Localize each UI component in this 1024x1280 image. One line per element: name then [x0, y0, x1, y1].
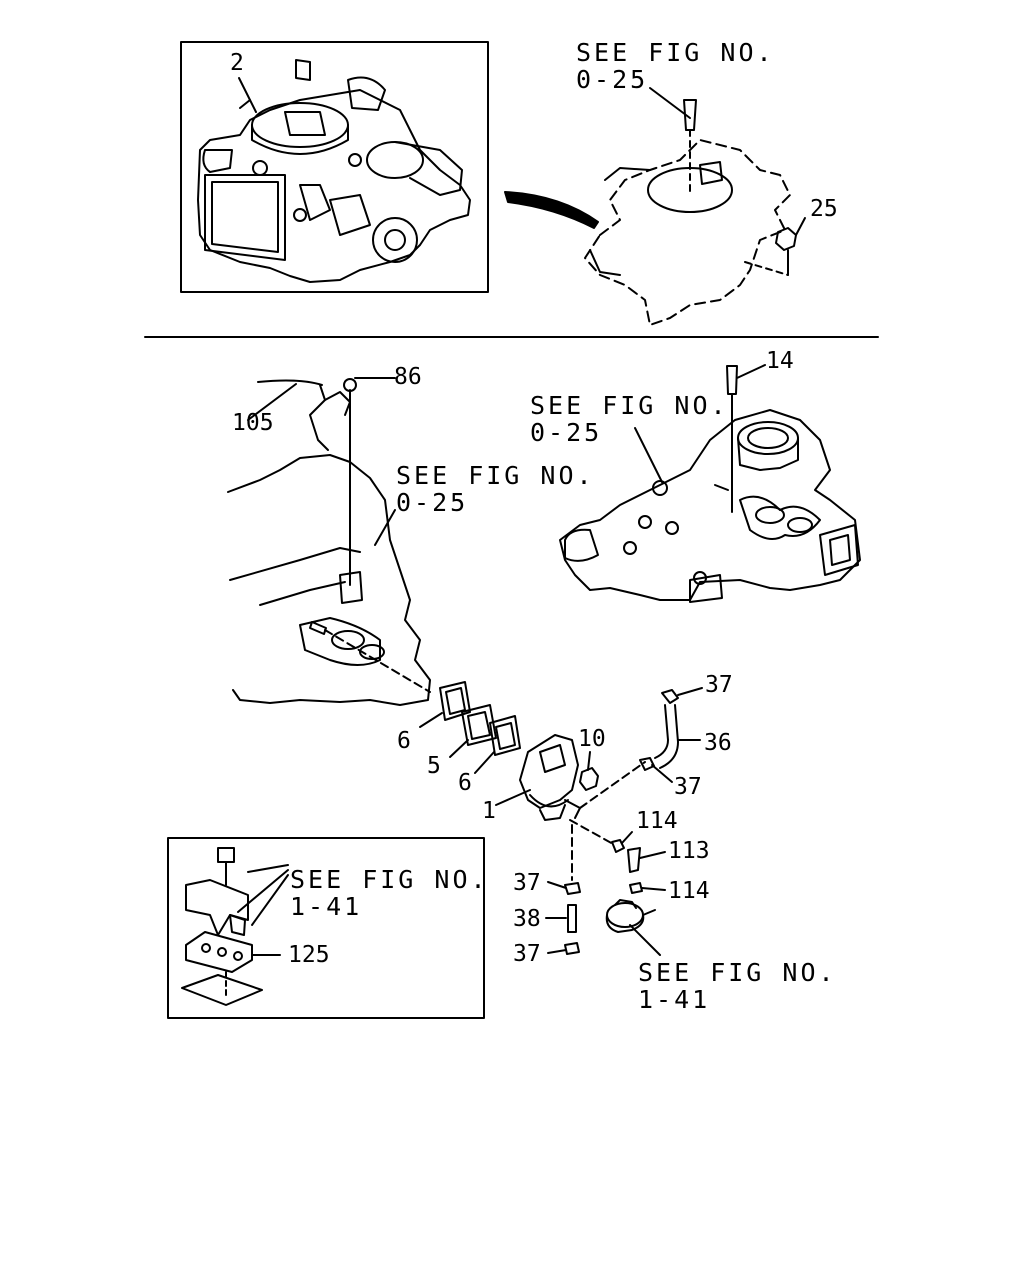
label-hose-36: 36	[704, 730, 732, 756]
see-fig-ref-engine: SEE FIG NO. 0-25	[396, 463, 595, 515]
label-carburetor-2: 2	[230, 50, 244, 76]
see-fig-line1: SEE FIG NO.	[290, 865, 489, 894]
label-stud-14: 14	[766, 348, 794, 374]
bolt-icon	[217, 847, 235, 863]
label-pump-1: 1	[482, 798, 496, 824]
intake-manifold	[559, 409, 861, 603]
see-fig-line2: 0-25	[396, 488, 469, 517]
fuel-pump-1	[519, 734, 581, 821]
hose-105	[257, 379, 323, 386]
clip-114-lower	[629, 882, 643, 894]
fuel-filter	[605, 899, 656, 933]
see-fig-line1: SEE FIG NO.	[638, 958, 837, 987]
clip-37-mid	[639, 757, 655, 771]
see-fig-line2: 0-25	[530, 418, 603, 447]
label-clip-114-upper: 114	[636, 808, 678, 834]
carburetor-illustration	[197, 59, 471, 283]
stud-small	[309, 621, 327, 635]
clip-37-lower-left	[564, 942, 580, 955]
carburetor-inset-frame	[180, 41, 489, 293]
label-nut-10: 10	[578, 726, 606, 752]
see-fig-ref-filter: SEE FIG NO. 1-41	[638, 960, 837, 1012]
intake-port-flange	[299, 617, 381, 666]
bracket-125	[185, 931, 253, 973]
see-fig-ref-manifold: SEE FIG NO. 0-25	[530, 393, 729, 445]
label-hose-105: 105	[232, 410, 274, 436]
clip-37-upper-left	[564, 882, 581, 895]
hose-38	[567, 904, 577, 933]
bracket-inset-frame	[167, 837, 485, 1019]
gasket-6-right	[489, 715, 521, 756]
nut-10	[579, 767, 599, 791]
engine-block-outline	[227, 454, 431, 706]
see-fig-line1: SEE FIG NO.	[396, 461, 595, 490]
nut-25	[775, 227, 797, 251]
label-clip-37-mid: 37	[674, 774, 702, 800]
see-fig-line2: 1-41	[638, 985, 711, 1014]
stud-14	[726, 365, 738, 395]
see-fig-ref-inset: SEE FIG NO. 1-41	[290, 867, 489, 919]
label-clip-114-lower: 114	[668, 878, 710, 904]
clip-37-top	[661, 689, 679, 704]
gasket-5	[461, 704, 497, 746]
stud-top	[683, 99, 697, 131]
see-fig-ref-top: SEE FIG NO. 0-25	[576, 40, 775, 92]
rod-bracket-86	[309, 384, 329, 451]
label-nut-25: 25	[810, 196, 838, 222]
see-fig-line1: SEE FIG NO.	[576, 38, 775, 67]
hose-113	[627, 847, 641, 873]
label-hose-113: 113	[668, 838, 710, 864]
label-clip-37-lower-left: 37	[513, 941, 541, 967]
label-clip-37-top: 37	[705, 672, 733, 698]
see-fig-line2: 0-25	[576, 65, 649, 94]
see-fig-line2: 1-41	[290, 892, 363, 921]
label-gasket-6-right: 6	[458, 770, 472, 796]
gasket-6-left	[439, 681, 471, 721]
clip-114-upper	[611, 839, 625, 853]
see-fig-line1: SEE FIG NO.	[530, 391, 729, 420]
label-rod-86: 86	[394, 364, 422, 390]
label-bracket-125: 125	[288, 942, 330, 968]
label-hose-38: 38	[513, 906, 541, 932]
arrow-carb-to-manifold	[504, 191, 599, 229]
label-plate-5: 5	[427, 753, 441, 779]
hose-36	[654, 704, 669, 759]
label-gasket-6-left: 6	[397, 728, 411, 754]
label-clip-37-upper-left: 37	[513, 870, 541, 896]
